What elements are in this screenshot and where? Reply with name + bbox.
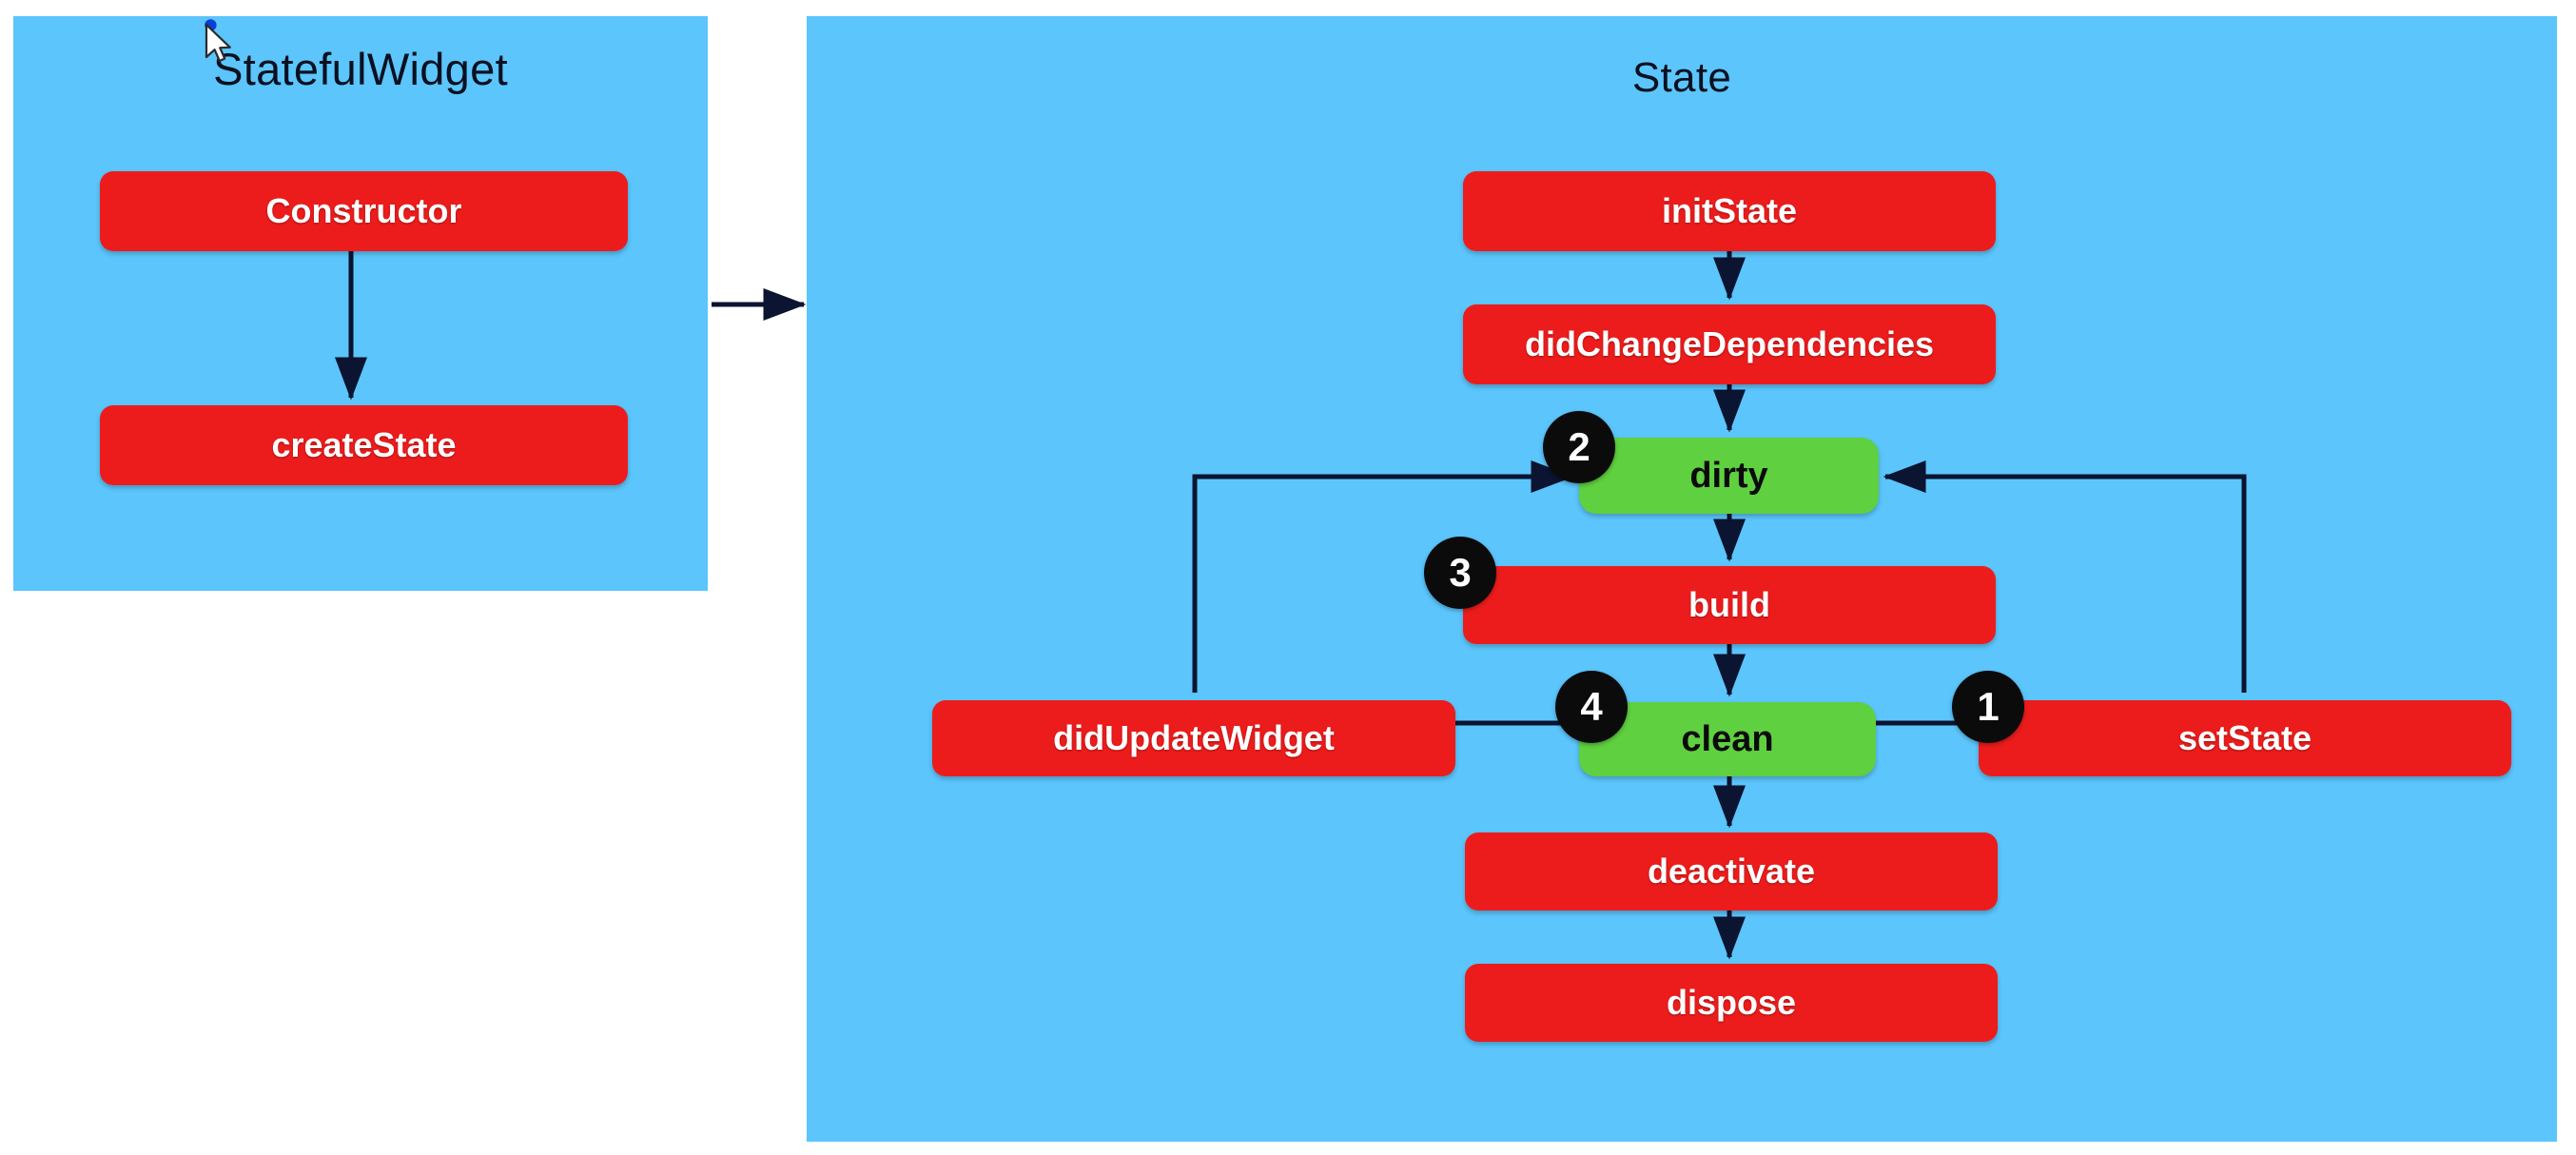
node-build-label: build (1688, 585, 1770, 624)
node-constructor-label: Constructor (265, 191, 462, 230)
badge-2-label: 2 (1568, 424, 1590, 469)
badge-2-dirty: 2 (1543, 411, 1615, 483)
node-dispose[interactable]: dispose (1465, 964, 1998, 1042)
node-did-update-widget[interactable]: didUpdateWidget (932, 700, 1455, 776)
node-clean-label: clean (1681, 718, 1774, 759)
badge-3-label: 3 (1449, 550, 1472, 595)
node-init-state[interactable]: initState (1463, 171, 1996, 251)
panel-title-state: State (1631, 54, 1732, 101)
badge-3-build: 3 (1424, 537, 1496, 609)
node-dirty[interactable]: dirty (1579, 438, 1879, 514)
node-build[interactable]: build (1463, 566, 1996, 644)
node-create-state-label: createState (271, 425, 457, 464)
node-dirty-label: dirty (1689, 455, 1768, 496)
node-dispose-label: dispose (1666, 983, 1797, 1022)
badge-4-clean: 4 (1555, 671, 1628, 743)
badge-1-label: 1 (1977, 684, 2000, 729)
node-deactivate[interactable]: deactivate (1465, 832, 1998, 910)
node-did-update-widget-label: didUpdateWidget (1053, 718, 1335, 757)
panel-state: State initState didChangeDependencies di… (807, 16, 2557, 1142)
node-constructor[interactable]: Constructor (100, 171, 628, 251)
node-set-state-label: setState (2177, 718, 2313, 757)
node-set-state[interactable]: setState (1979, 700, 2511, 776)
node-did-change-dependencies[interactable]: didChangeDependencies (1463, 304, 1996, 384)
node-deactivate-label: deactivate (1647, 852, 1816, 891)
badge-4-label: 4 (1580, 684, 1603, 729)
panel-title-stateful-widget: StatefulWidget (213, 44, 508, 94)
panel-stateful-widget: StatefulWidget Constructor createState (13, 16, 708, 591)
badge-1-set-state: 1 (1952, 671, 2024, 743)
node-create-state[interactable]: createState (100, 405, 628, 485)
node-did-change-dependencies-label: didChangeDependencies (1524, 324, 1935, 363)
node-init-state-label: initState (1661, 191, 1797, 230)
